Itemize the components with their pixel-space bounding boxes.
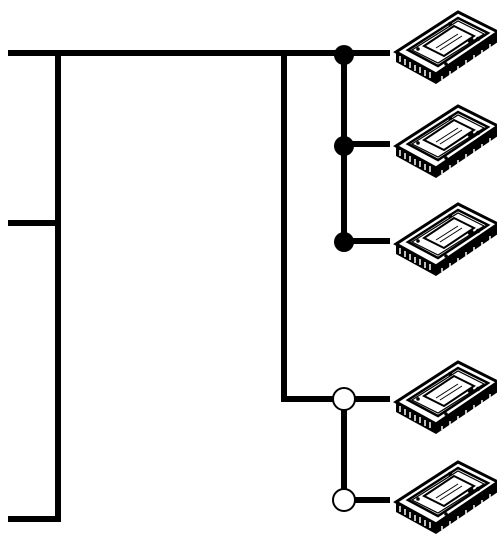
filled-junction-dot: [334, 136, 354, 156]
hard-drive-icon: [394, 104, 497, 180]
hard-drive-icon: [394, 202, 497, 278]
filled-junction-dot: [334, 45, 354, 65]
hard-drive-icon: [394, 10, 497, 86]
filled-junction-dot: [334, 232, 354, 252]
hollow-junction-circle: [332, 387, 356, 411]
hard-drive-icon: [394, 360, 497, 436]
hollow-junction-circle: [332, 488, 356, 512]
hard-drive-icon: [394, 460, 497, 536]
